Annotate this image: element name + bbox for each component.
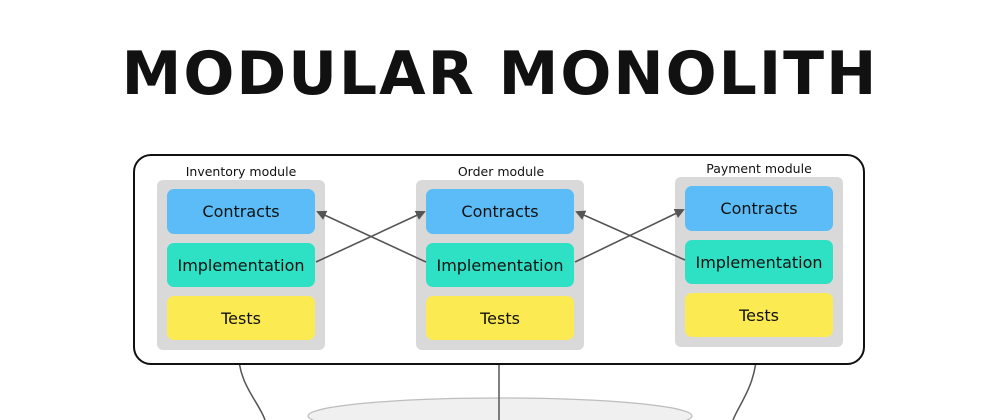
inventory-implementation: Implementation [167,243,315,287]
order-implementation: Implementation [426,243,574,287]
inventory-module-label: Inventory module [185,164,297,179]
payment-tests: Tests [685,293,833,337]
database-ellipse [307,397,693,420]
inventory-tests: Tests [167,296,315,340]
arrow-order-impl-to-inventory-contracts [316,210,427,263]
diagram-title: MODULAR MONOLITH [121,39,879,109]
arrow-payment-impl-to-order-contracts [575,210,686,261]
payment-contracts: Contracts [685,186,833,231]
order-module-label: Order module [457,164,545,179]
arrow-inventory-impl-to-order-contracts [315,210,426,263]
inventory-contracts: Contracts [167,189,315,234]
order-contracts: Contracts [426,189,574,234]
payment-implementation: Implementation [685,240,833,284]
order-tests: Tests [426,296,574,340]
arrow-order-impl-to-payment-contracts [574,208,685,263]
payment-module-label: Payment module [706,161,812,176]
